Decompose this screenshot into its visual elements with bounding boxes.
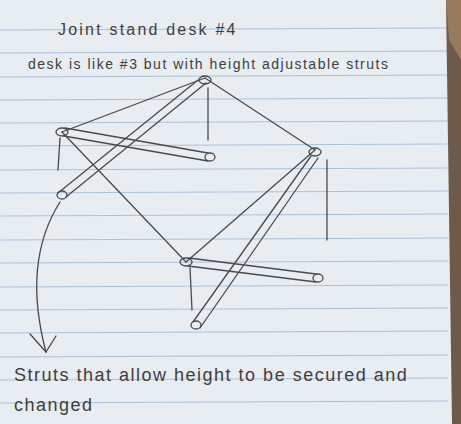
callout-note: Struts that allow height to be secured a… [14, 360, 439, 420]
desk-sketch [56, 76, 327, 329]
notebook-edge [446, 0, 461, 60]
notebook-edge [446, 0, 461, 424]
page-title-holder: Joint stand desk #4 [58, 18, 358, 42]
note-text: desk is like #3 but with height adjustab… [28, 52, 433, 76]
note-text-holder: desk is like #3 but with height adjustab… [28, 52, 433, 76]
ruled-lines [0, 28, 448, 403]
page-title: Joint stand desk #4 [58, 18, 358, 42]
callout-note-holder: Struts that allow height to be secured a… [14, 360, 439, 420]
pointer-arrow [30, 202, 60, 352]
